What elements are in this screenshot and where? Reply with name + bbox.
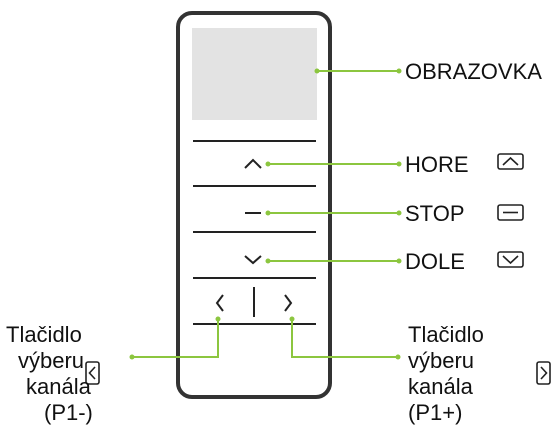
stop-button-icon	[497, 204, 524, 221]
callout-right-channel	[289, 316, 401, 360]
label-right-channel: Tlačidlo výberu kanála (P1+)	[408, 322, 484, 426]
label-right-channel-line3: kanála	[408, 374, 473, 399]
chevron-down-icon[interactable]	[244, 255, 262, 265]
right-channel-button-icon	[536, 361, 551, 385]
label-screen: OBRAZOVKA	[405, 59, 542, 84]
label-left-channel-line4: (P1-)	[44, 400, 93, 425]
label-down: DOLE	[405, 249, 465, 274]
chevron-left-icon[interactable]	[215, 294, 224, 312]
label-up: HORE	[405, 152, 469, 177]
label-right-channel-line2: výberu	[408, 348, 475, 373]
callout-down	[265, 258, 402, 264]
label-right-channel-line1: Tlačidlo	[408, 322, 484, 347]
chevron-up-icon[interactable]	[244, 158, 262, 169]
chevron-right-icon[interactable]	[284, 294, 293, 312]
label-left-channel-line2: výberu	[18, 348, 85, 373]
label-left-channel-line3: kanála	[26, 374, 91, 399]
label-right-channel-line4: (P1+)	[408, 400, 463, 425]
label-left-channel-line1: Tlačidlo	[6, 322, 82, 347]
label-stop: STOP	[405, 201, 465, 226]
remote-screen	[192, 28, 317, 120]
label-left-channel: Tlačidlo výberu kanála (P1-)	[6, 322, 93, 426]
callout-up	[265, 161, 402, 167]
up-button-icon	[497, 153, 524, 170]
callout-stop	[265, 210, 402, 216]
callout-screen	[314, 68, 402, 74]
callout-left-channel	[129, 316, 221, 360]
down-button-icon	[497, 251, 524, 268]
left-channel-button-icon	[85, 361, 100, 385]
